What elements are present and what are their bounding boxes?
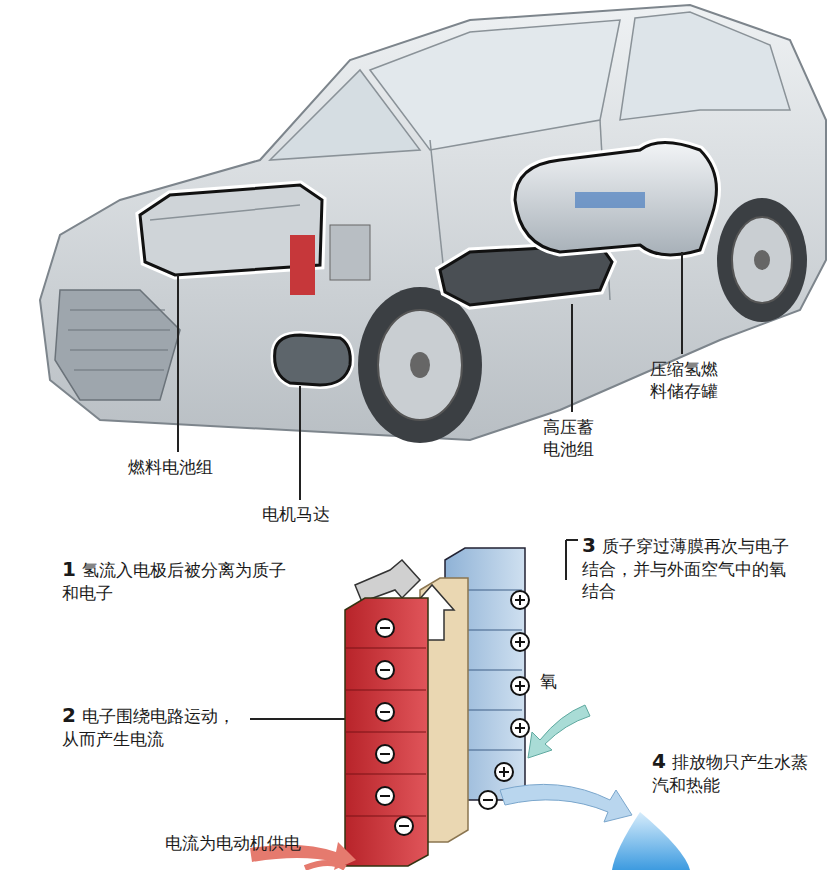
callout: 1氢流入电极后被分离为质子和电子 [62, 556, 287, 604]
callout-number: 1 [62, 557, 76, 581]
plus-symbol [495, 591, 529, 781]
callout-text: 质子穿过薄膜再次与电子结合，并与外面空气中的氧结合 [582, 536, 789, 601]
hydrogen-tank [515, 143, 716, 255]
callout-number: 2 [62, 703, 76, 727]
car-body [40, 5, 826, 440]
part-label: 电机马达 [262, 503, 362, 525]
fuel-cell-principle [250, 548, 690, 870]
callout-text: 电子围绕电路运动，从而产生电流 [62, 706, 235, 749]
callout-number: 3 [582, 533, 596, 557]
note-label: 电流为电动机供电 [165, 832, 365, 854]
minus-symbol [376, 619, 497, 835]
gas-label: 氧 [540, 670, 570, 692]
callout-text: 排放物只产生水蒸汽和热能 [652, 752, 808, 795]
callout: 3质子穿过薄膜再次与电子结合，并与外面空气中的氧结合 [582, 532, 797, 602]
callout-number: 4 [652, 749, 666, 773]
part-label: 高压蓄电池组 [543, 416, 601, 460]
part-label: 燃料电池组 [128, 456, 238, 478]
callout-text: 氢流入电极后被分离为质子和电子 [62, 560, 286, 603]
part-label: 压缩氢燃料储存罐 [650, 358, 726, 402]
callout: 4排放物只产生水蒸汽和热能 [652, 748, 812, 796]
electric-motor [275, 335, 351, 385]
callout: 2电子围绕电路运动，从而产生电流 [62, 702, 245, 750]
fuel-cell-stack [140, 185, 370, 295]
